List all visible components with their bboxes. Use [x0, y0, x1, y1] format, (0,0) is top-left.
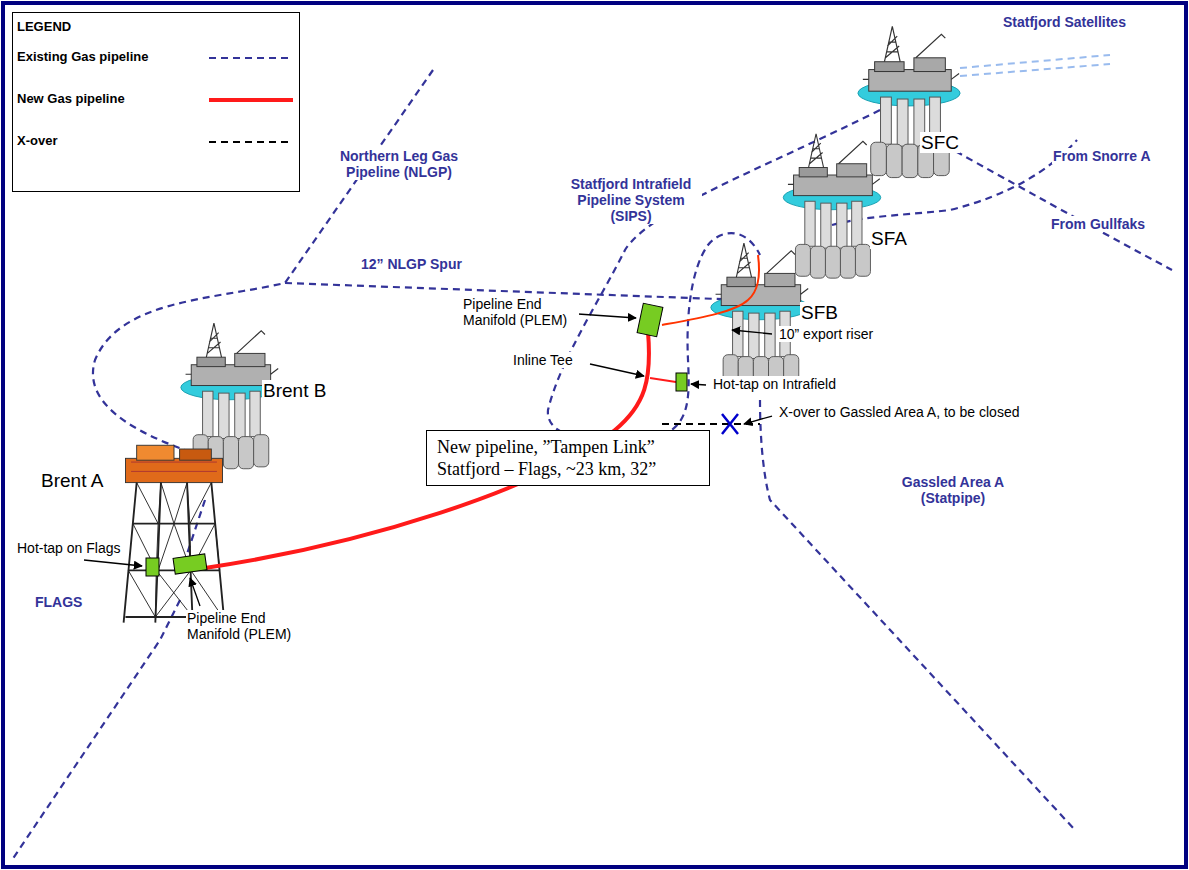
map-label: Northern Leg Gas Pipeline (NLGP) [338, 148, 460, 180]
map-label: Pipeline End Manifold (PLEM) [462, 296, 579, 328]
closed-mark [722, 414, 738, 434]
box-text: New pipeline, ”Tampen Link” Statfjord – … [437, 436, 699, 480]
map-label: X-over to Gassled Area A, to be closed [778, 404, 1020, 420]
map-label: Inline Tee [512, 352, 574, 368]
platform-sfb [711, 243, 809, 389]
map-label: From Gullfaks [1050, 216, 1146, 232]
frame [3, 3, 1186, 867]
legend-text: X-over [17, 133, 57, 148]
legend-text: New Gas pipeline [17, 91, 125, 106]
map-label: 10” export riser [778, 326, 874, 342]
legend-box: LEGEND Existing Gas pipelineNew Gas pipel… [12, 12, 300, 192]
legend-sample [209, 94, 295, 106]
export-riser [662, 255, 759, 325]
legend-text: Existing Gas pipeline [17, 49, 148, 64]
map-label: Brent B [262, 380, 327, 401]
map-label: SFA [870, 228, 908, 249]
info-box: New pipeline, ”Tampen Link” Statfjord – … [426, 430, 710, 486]
map-label: Brent A [40, 470, 104, 491]
map-label: Hot-tap on Flags [16, 540, 122, 556]
map-label: Statfjord Intrafield Pipeline System (SI… [560, 176, 702, 224]
map-label: Pipeline End Manifold (PLEM) [186, 610, 303, 642]
legend-sample [209, 52, 295, 64]
platform-brent-a [124, 445, 225, 622]
map-label: Hot-tap on Intrafield [712, 376, 837, 392]
legend-sample [209, 136, 295, 148]
tee-spur [650, 378, 676, 382]
leader-lines [84, 314, 772, 606]
plem-statfjord [637, 303, 663, 337]
plem-flags [173, 554, 207, 574]
map-label: Gassled Area A (Statpipe) [892, 474, 1014, 506]
hot-tap-intrafield [676, 373, 687, 391]
map-label: 12” NLGP Spur [360, 256, 463, 272]
map-label: SFB [800, 302, 839, 323]
hot-tap-flags [146, 558, 159, 576]
map-label: From Snorre A [1052, 148, 1152, 164]
platform-sfc [858, 26, 960, 177]
map-label: SFC [920, 132, 960, 153]
map-label: FLAGS [34, 594, 83, 610]
satellite-lines [960, 55, 1110, 76]
legend-title: LEGEND [17, 19, 71, 34]
map-label: Statfjord Satellites [1002, 14, 1127, 30]
platform-sfa [783, 134, 881, 278]
